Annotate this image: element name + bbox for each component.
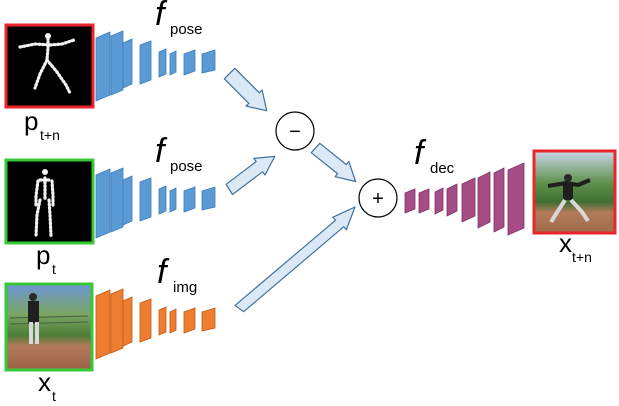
- f-img-sub: img: [173, 279, 197, 296]
- label-p-t-plus-n: p t+n: [24, 106, 60, 143]
- x-t-main: x: [38, 367, 51, 397]
- pose-target-skeleton: [18, 33, 76, 95]
- add-symbol: +: [372, 188, 384, 210]
- f-pose-mid-sub: pose: [170, 158, 203, 175]
- subtract-operator: −: [275, 111, 315, 151]
- x-t-sub: t: [52, 388, 56, 404]
- f-dec-name: f: [414, 134, 427, 172]
- decoder: [404, 162, 525, 236]
- label-f-img: f img: [157, 253, 197, 296]
- image-current-input: [4, 282, 94, 372]
- output-photo: [532, 149, 617, 235]
- label-x-t-plus-n: x t+n: [559, 228, 592, 265]
- label-f-pose-top: f pose: [155, 0, 203, 38]
- pose-current-skeleton: [34, 169, 55, 238]
- flow-arrows: [223, 67, 357, 313]
- label-p-t: p t: [36, 240, 56, 277]
- p-t-sub: t: [52, 261, 56, 277]
- pose-current-input: [4, 158, 95, 245]
- output-image: [532, 149, 617, 235]
- image-encoder: [95, 288, 216, 360]
- p-tn-sub: t+n: [40, 127, 60, 143]
- subtract-symbol: −: [289, 121, 301, 143]
- f-img-name: f: [157, 253, 170, 291]
- f-pose-mid-name: f: [155, 132, 168, 170]
- label-f-pose-middle: f pose: [155, 132, 203, 175]
- arrow-subtract-to-add: [310, 142, 357, 183]
- pose-encoder-top: [95, 30, 216, 102]
- image-current-photo: [4, 282, 94, 372]
- arrow-pose-mid-to-subtract: [225, 155, 276, 196]
- pose-encoder-middle: [95, 167, 216, 239]
- arrow-image-to-add: [234, 206, 356, 313]
- x-tn-main: x: [559, 228, 572, 258]
- x-tn-sub: t+n: [572, 249, 592, 265]
- label-x-t: x t: [38, 367, 56, 404]
- add-operator: +: [358, 178, 398, 218]
- p-tn-main: p: [24, 106, 38, 136]
- pose-target-input: [4, 23, 95, 109]
- f-pose-top-sub: pose: [170, 21, 203, 38]
- arrow-pose-top-to-subtract: [223, 67, 268, 112]
- output-pitcher-figure: [547, 174, 591, 224]
- f-dec-sub: dec: [430, 160, 455, 177]
- label-f-dec: f dec: [414, 134, 455, 177]
- p-t-main: p: [36, 240, 50, 270]
- pitcher-figure: [28, 293, 39, 344]
- f-pose-top-name: f: [155, 0, 168, 33]
